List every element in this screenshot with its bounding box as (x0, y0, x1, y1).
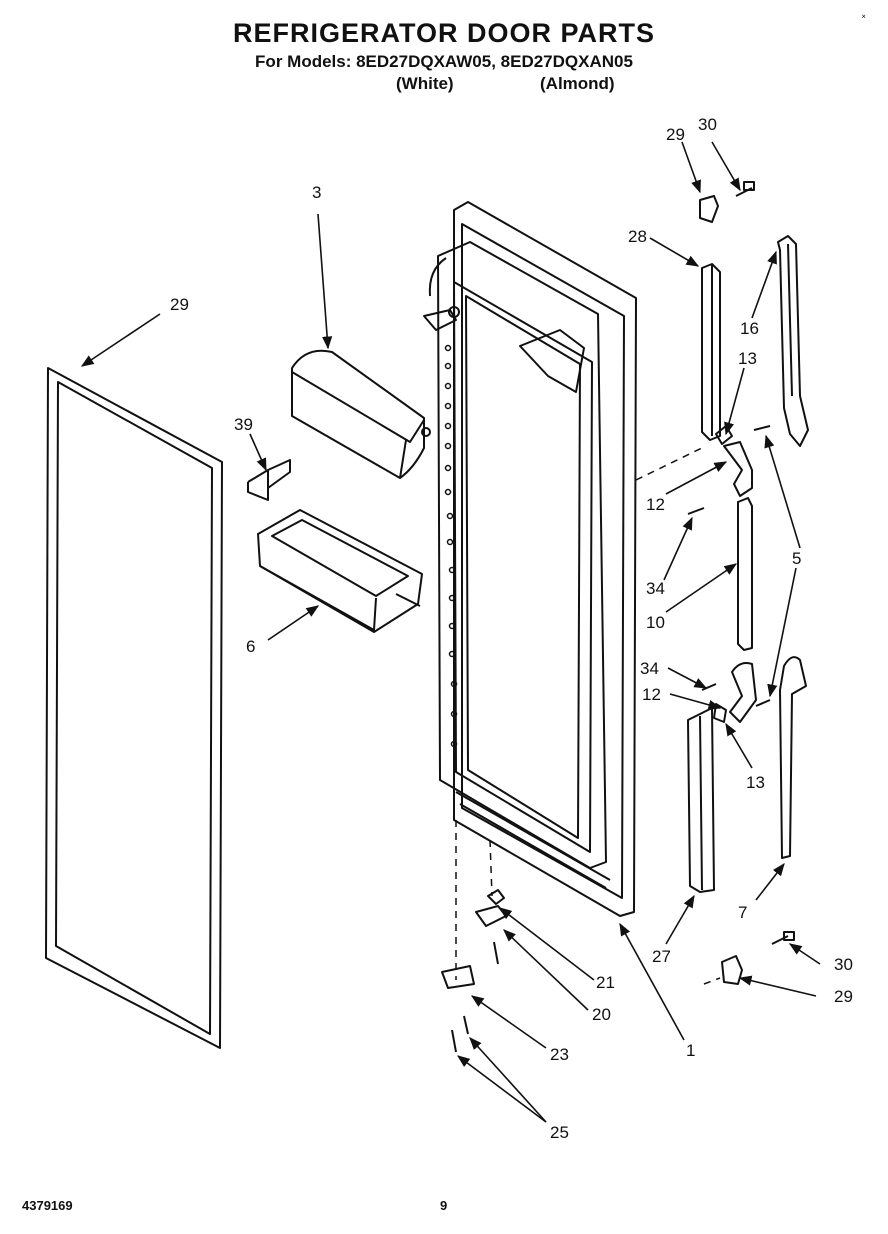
callout-13-top: 13 (738, 349, 757, 368)
lower-handle-trim-part (779, 656, 807, 859)
color-white-label: (White) (396, 74, 454, 93)
page-number: 9 (440, 1198, 448, 1213)
door-gasket-part (45, 367, 223, 1049)
lower-handle-mount-parts (701, 662, 771, 723)
upper-trim-part (701, 263, 721, 441)
callout-30-bottom: 30 (834, 955, 853, 974)
alignment-lines (455, 445, 721, 985)
callout-16: 16 (740, 319, 759, 338)
callout-25: 25 (550, 1123, 569, 1142)
callout-10: 10 (646, 613, 665, 632)
door-shelf-dimples (444, 344, 458, 748)
color-almond-label: (Almond) (540, 74, 615, 93)
middle-trim-part (737, 497, 753, 651)
callout-23: 23 (550, 1045, 569, 1064)
refrigerator-door-assembly-part (423, 201, 637, 917)
upper-cap-and-screw (699, 181, 755, 223)
callout-7: 7 (738, 903, 747, 922)
models-line: For Models: 8ED27DQXAW05, 8ED27DQXAN05 (255, 52, 633, 71)
upper-handle-trim-part (777, 235, 809, 447)
door-shelf-bin-part (257, 509, 423, 633)
lower-hinge-parts (441, 889, 507, 1053)
callout-27: 27 (652, 947, 671, 966)
lower-cap-and-screw (721, 931, 795, 985)
callout-leaders (80, 141, 821, 1123)
callout-12-top: 12 (646, 495, 665, 514)
document-number: 4379169 (22, 1198, 73, 1213)
callout-numbers: 29 3 39 6 29 30 28 16 13 12 5 34 10 34 1… (170, 115, 853, 1142)
upper-handle-mount-parts (687, 425, 771, 515)
callout-29-top: 29 (666, 125, 685, 144)
callout-13-bottom: 13 (746, 773, 765, 792)
callout-20: 20 (592, 1005, 611, 1024)
callout-8: 29 (170, 295, 189, 314)
callout-34-top: 34 (646, 579, 665, 598)
callout-30-top: 30 (698, 115, 717, 134)
callout-3: 3 (312, 183, 321, 202)
callout-5: 5 (792, 549, 801, 568)
diagram-title: REFRIGERATOR DOOR PARTS (232, 18, 655, 48)
corner-mark: ˟ (862, 14, 866, 25)
callout-12-bottom: 12 (642, 685, 661, 704)
dairy-compartment-door-part (291, 349, 431, 479)
lower-trim-part (687, 707, 715, 893)
callout-21: 21 (596, 973, 615, 992)
bracket-part (247, 459, 291, 501)
callout-1: 1 (686, 1041, 695, 1060)
callout-39: 39 (234, 415, 253, 434)
callout-28: 28 (628, 227, 647, 246)
callout-6: 6 (246, 637, 255, 656)
callout-34-bottom: 34 (640, 659, 659, 678)
callout-29-bottom: 29 (834, 987, 853, 1006)
